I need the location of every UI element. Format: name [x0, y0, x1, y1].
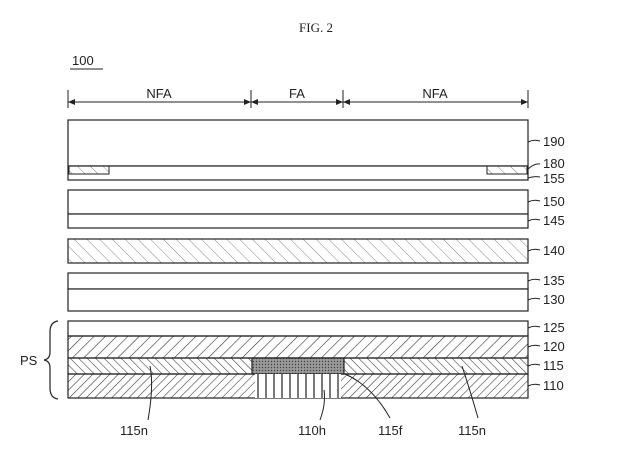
layer-180-left — [68, 165, 110, 175]
layer-135 — [67, 272, 529, 290]
region-label-center: FA — [289, 86, 305, 101]
ps-brace — [43, 320, 59, 400]
layer-140 — [67, 238, 529, 264]
region-label-left: NFA — [146, 86, 172, 101]
ref-label-155: 155 — [543, 171, 565, 186]
region-label-right: NFA — [422, 86, 448, 101]
ref-label-130: 130 — [543, 292, 565, 307]
ps-label: PS — [20, 353, 38, 368]
layer-120 — [67, 335, 529, 359]
ref-label-120: 120 — [543, 339, 565, 354]
layer-125 — [67, 320, 529, 337]
ref-label-145: 145 — [543, 213, 565, 228]
layer-180-right — [486, 165, 528, 175]
ref-label-135: 135 — [543, 273, 565, 288]
ref-label-115n-right: 115n — [458, 423, 486, 438]
ref-label-115f: 115f — [378, 423, 403, 438]
right-leader-lines — [526, 139, 541, 387]
ref-label-125: 125 — [543, 320, 565, 335]
figure-title: FIG. 2 — [299, 20, 333, 35]
ref-label-115: 115 — [543, 358, 564, 373]
ref-label-190: 190 — [543, 134, 565, 149]
layer-150 — [67, 189, 529, 215]
ref-label-150: 150 — [543, 194, 565, 209]
ref-label-115n-left: 115n — [120, 423, 148, 438]
bottom-leader-lines — [147, 365, 479, 421]
layer-115f — [251, 357, 345, 375]
ref-label-110: 110 — [543, 378, 564, 393]
ref-label-140: 140 — [543, 243, 565, 258]
layer-190 — [67, 119, 529, 167]
layer-155 — [67, 165, 529, 181]
region-dimension-line — [67, 90, 529, 108]
ref-label-110h: 110h — [298, 423, 326, 438]
ref-label-180: 180 — [543, 156, 565, 171]
holes-110h — [255, 374, 341, 398]
layer-145 — [67, 213, 529, 229]
layer-130 — [67, 288, 529, 312]
assembly-ref-label: 100 — [72, 53, 94, 68]
